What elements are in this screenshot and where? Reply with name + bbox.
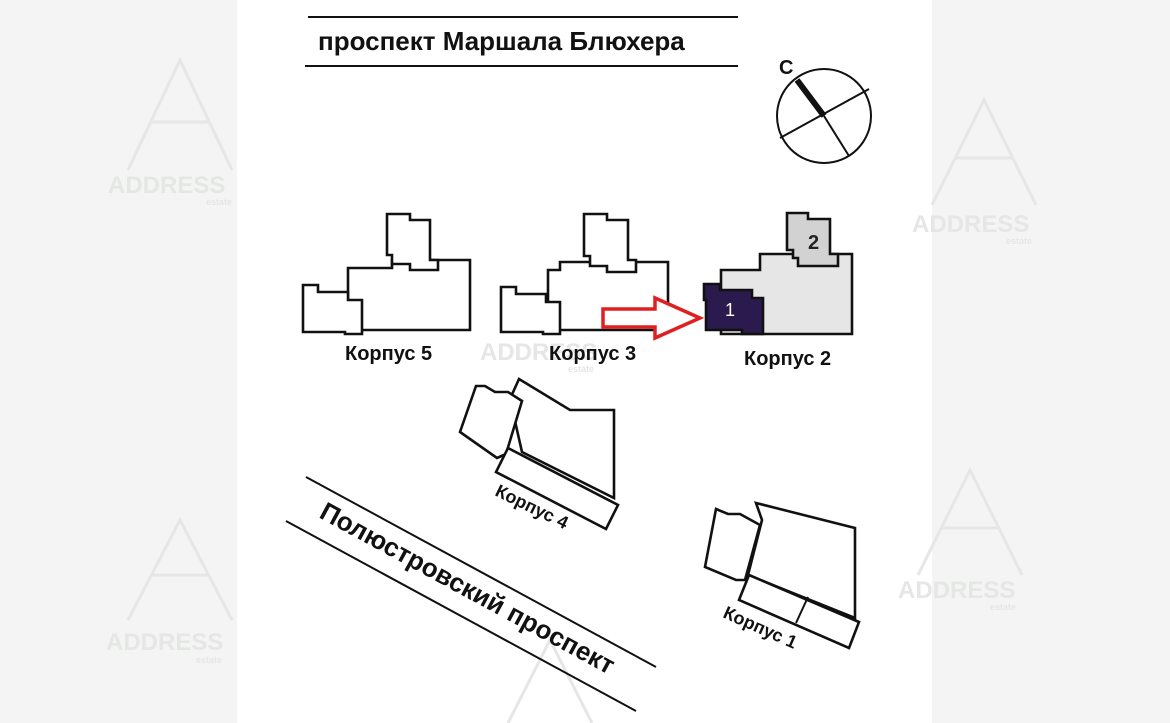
watermark-brand: ADDRESS: [106, 629, 223, 656]
watermark-middle: ADDRESS estate: [480, 339, 597, 374]
korpus-1-section-left: [703, 507, 762, 582]
compass-north-label: С: [779, 57, 793, 79]
street-top-label: проспект Маршала Блюхера: [318, 26, 685, 56]
watermark-brand: ADDRESS: [480, 339, 597, 366]
street-top: проспект Маршала Блюхера: [305, 16, 738, 67]
location-arrow: [601, 295, 705, 341]
street-bottom-edge: [305, 476, 657, 668]
korpus-2-section-2: [785, 211, 840, 268]
watermark-sub: estate: [990, 602, 1016, 612]
compass: С: [776, 57, 872, 164]
watermark-bottom-left: ADDRESS estate: [106, 516, 234, 665]
korpus-1-wing: [737, 573, 861, 650]
watermark-bottom-right: ADDRESS estate: [898, 466, 1024, 612]
korpus-4-wing: [494, 446, 620, 531]
watermarks: ADDRESS estate ADDRESS estate ADDRESS es…: [106, 56, 1038, 723]
korpus-3-label: Корпус 3: [549, 343, 636, 365]
watermark-sub: estate: [196, 655, 222, 665]
arrow-shape: [601, 295, 705, 341]
korpus-4-section-left: [458, 384, 524, 460]
watermark-sub: estate: [1006, 236, 1032, 246]
watermark-sub: estate: [206, 197, 232, 207]
korpus-3-section-left: [499, 285, 562, 336]
compass-cross-line: [779, 88, 870, 139]
watermark-top-right: ADDRESS estate: [912, 96, 1038, 246]
korpus-4-main: [508, 377, 616, 501]
korpus-2-section-1: [702, 282, 765, 336]
korpus-1-wing-divider: [795, 596, 809, 624]
watermark-sub: estate: [568, 364, 594, 374]
korpus-2-label: Корпус 2: [744, 348, 831, 370]
section-2-number: 2: [808, 232, 819, 254]
korpus-5-section-top: [385, 212, 440, 272]
watermark-brand: ADDRESS: [912, 211, 1029, 238]
watermark-brand: ADDRESS: [108, 172, 225, 199]
watermark-brand: ADDRESS: [898, 577, 1015, 604]
korpus-5-section-left: [301, 283, 364, 336]
watermark-bottom-center: [506, 636, 594, 723]
korpus-5-label: Корпус 5: [345, 343, 432, 365]
building-korpus-2[interactable]: 2 1 Корпус 2: [702, 211, 854, 370]
compass-south-line: [823, 115, 850, 157]
korpus-3-section-top: [582, 212, 638, 274]
street-bottom-edge: [285, 520, 637, 712]
compass-north-needle: [794, 78, 827, 118]
building-korpus-4[interactable]: Корпус 4: [458, 377, 620, 533]
watermark-top-left: ADDRESS estate: [108, 56, 234, 207]
building-korpus-5[interactable]: Корпус 5: [301, 212, 472, 365]
section-1-number: 1: [725, 300, 735, 320]
